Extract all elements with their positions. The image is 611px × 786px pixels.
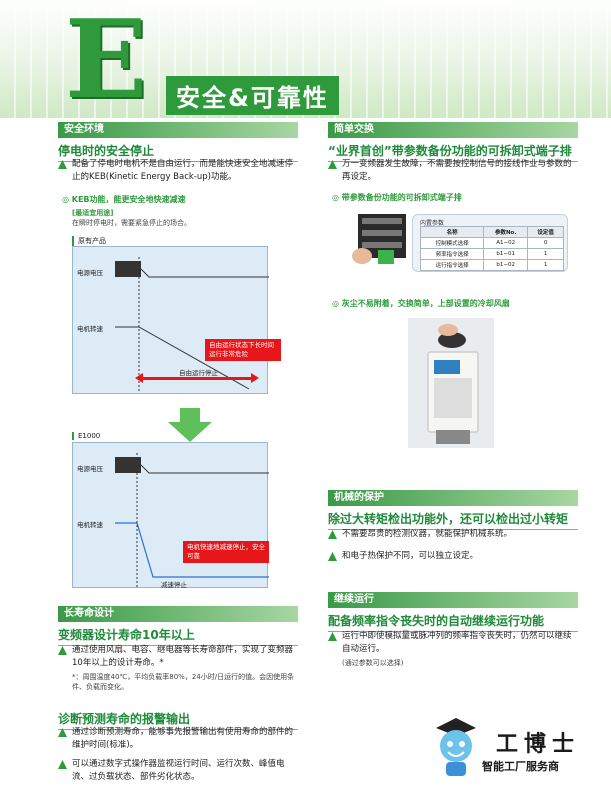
power-line-1 (140, 268, 269, 278)
table-cell: A1−02 (483, 237, 529, 249)
triangle-bullet-icon (328, 160, 337, 169)
table-cell: 控制模式选择 (419, 237, 485, 249)
triangle-bullet-icon (58, 160, 67, 169)
column-header: 参数No. (483, 226, 529, 238)
chart-e1000-svg (115, 453, 269, 587)
chart2-safe-note: 电机快速地减速停止，安全可靠 (183, 541, 269, 563)
chart-original: 电源电压 电机转速 自由运行状态下长时间运行非常危险 自由运行停止 (72, 246, 281, 394)
table-header-row: 名称 参数No. 设定值 (419, 226, 564, 238)
chart2-power-label: 电源电压 (77, 465, 103, 473)
parameter-card-title: 内置参数 (420, 220, 445, 227)
use-text: 在瞬时停电时，需要紧急停止的场合。 (72, 219, 191, 227)
chart1-arrow-text: 自由运行停止 (179, 369, 218, 377)
table-cell: 频率指令选择 (419, 248, 485, 260)
triangle-bullet-icon (58, 760, 67, 769)
section-title-10-years: 变频器设计寿命10年以上 (58, 626, 298, 646)
table-cell: b1−01 (483, 248, 529, 260)
noise-block-2 (115, 457, 141, 473)
section-title-alarm: 诊断预测寿命的报警输出 (58, 710, 298, 730)
table-cell: 1 (527, 248, 564, 260)
logo-name: 工博士 (496, 732, 581, 757)
section-bar-machine-protection: 机械的保护 (328, 490, 578, 506)
logo-subtitle: 智能工厂服务商 (482, 760, 559, 773)
power-line-2 (140, 464, 269, 474)
arrow-right-icon (251, 373, 259, 383)
column-header: 设定值 (527, 226, 564, 238)
page-title: 安全&可靠性 (166, 76, 339, 115)
table-cell: b1−02 (483, 259, 529, 271)
fan-point: ◎ 灰尘不易附着，交换简单，上部设置的冷却风扇 (332, 299, 510, 308)
chart1-speed-label: 电机转速 (77, 325, 103, 333)
triangle-bullet-icon (328, 552, 337, 561)
section-title-auto-continue: 配备频率指令丧失时的自动继续运行功能 (328, 612, 578, 632)
bullet-alarm-1: 通过诊断预测寿命，能够事先报警输出有使用寿命的部件的维护时间(标准)。 (58, 726, 298, 752)
tag-e1000: E1000 (72, 432, 100, 440)
auto-continue-note: (通过参数可以选择) (342, 659, 404, 667)
chart-e1000: 电源电压 电机转速 电机快速地减速停止，安全可靠 减速停止 (72, 442, 269, 589)
section-letter: E (64, 0, 148, 123)
section-bar-long-life: 长寿命设计 (58, 606, 298, 622)
section-bar-easy-exchange: 简单交换 (328, 122, 578, 138)
chart1-warning-note: 自由运行状态下长时间运行非常危险 (205, 339, 281, 361)
noise-block-1 (115, 261, 141, 277)
bullet-keb: 配备了停电时电机不是自由运行，而是能快速安全地减速停止的KEB(Kinetic … (58, 158, 298, 184)
chart2-stop-text: 减速停止 (161, 581, 187, 589)
section-title-terminal: “业界首创”带参数备份功能的可拆卸式端子排 (328, 142, 578, 162)
table-row: 频率指令选择 b1−01 1 (419, 248, 564, 260)
triangle-bullet-icon (328, 632, 337, 641)
inverter-illustration (408, 318, 494, 448)
triangle-bullet-icon (58, 646, 67, 655)
keb-point: ◎ KEB功能，能更安全地快速减速 (62, 195, 186, 204)
terminal-block-illustration (352, 214, 406, 264)
tag-original-product: 原有产品 (72, 236, 106, 246)
bullet-torque-2: 和电子热保护不同，可以独立设定。 (328, 550, 578, 563)
bullet-terminal: 万一变频器发生故障，不需要按控制信号的接线作业与参数的再设定。 (328, 158, 578, 184)
section-title-torque: 除过大转矩检出功能外，还可以检出过小转矩 (328, 510, 578, 530)
table-cell: 0 (527, 237, 564, 249)
section-bar-continue: 继续运行 (328, 592, 578, 608)
arrow-left-icon (135, 373, 143, 383)
terminal-point: ◎ 带参数备份功能的可拆卸式端子排 (332, 193, 462, 202)
table-row: 控制模式选择 A1−02 0 (419, 237, 564, 249)
down-arrow-icon (168, 408, 212, 442)
triangle-bullet-icon (328, 530, 337, 539)
mascot-logo-icon (436, 718, 476, 776)
bullet-long-life: 通过使用风扇、电容、继电器等长寿命部件，实现了变频器10年以上的设计寿命。* (58, 644, 298, 670)
use-title: [最适宜用途] (72, 209, 114, 217)
triangle-bullet-icon (58, 728, 67, 737)
column-header: 名称 (419, 226, 485, 238)
bullet-alarm-2: 可以通过数字式操作器监视运行时间、运行次数、峰值电流、过负载状态、部件劣化状态。 (58, 758, 298, 784)
bullet-auto-continue: 运行中即使模拟量或脉冲列的频率指令丧失时，仍然可以继续自动运行。 (328, 630, 578, 656)
section-title-safe-stop: 停电时的安全停止 (58, 142, 298, 162)
parameter-table: 名称 参数No. 设定值 控制模式选择 A1−02 0 频率指令选择 b1−01… (419, 226, 564, 271)
table-cell: 1 (527, 259, 564, 271)
table-row: 运行指令选择 b1−02 1 (419, 259, 564, 271)
chart2-speed-label: 电机转速 (77, 521, 103, 529)
table-cell: 运行指令选择 (419, 259, 485, 271)
section-bar-safety: 安全环境 (58, 122, 298, 138)
chart-original-svg (115, 257, 269, 393)
chart1-arrow-bar (139, 377, 253, 380)
long-life-note: *：周围温度40℃，平均负载率80%，24小时/日运行的值。会因使用条件、负载而… (72, 673, 295, 691)
speed-line-2 (115, 522, 269, 578)
chart1-power-label: 电源电压 (77, 269, 103, 277)
bullet-torque-1: 不需要昂贵的检测仪器，就能保护机械系统。 (328, 528, 578, 541)
